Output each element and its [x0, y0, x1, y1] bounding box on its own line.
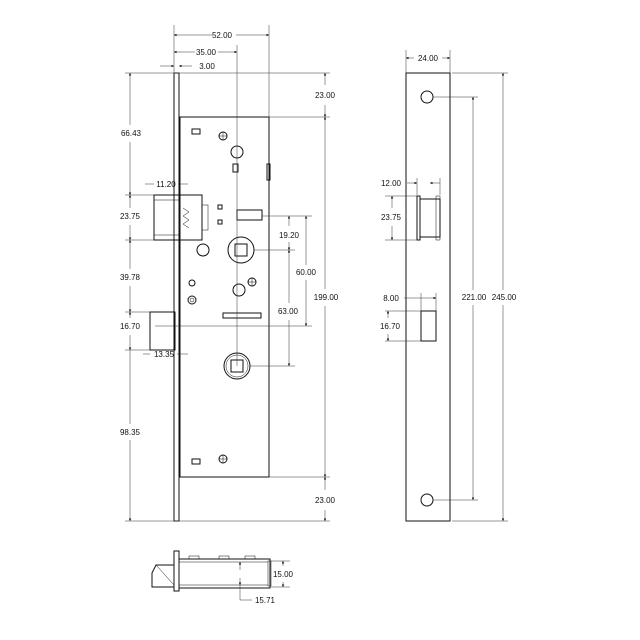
- side-view: 24.00 12.00 23.75 8.00 16.70 221.00 245.…: [380, 50, 517, 522]
- dim-latch-to-handle: 19.20: [279, 231, 300, 240]
- bottom-body: [178, 558, 271, 589]
- lock-body: [179, 116, 270, 478]
- dim-deadbolt-height: 16.70: [120, 322, 141, 331]
- dim-bottom-offset: 23.00: [315, 496, 336, 505]
- bottom-view: 15.00 15.71: [151, 550, 294, 605]
- side-latch: [419, 198, 441, 238]
- dim-body-height: 199.00: [314, 293, 339, 302]
- dim-top-to-latch: 66.43: [121, 129, 142, 138]
- dim-latch-height: 23.75: [120, 212, 141, 221]
- dim-side-latch-width: 12.00: [381, 179, 402, 188]
- dim-body-thickness: 15.00: [273, 570, 294, 579]
- side-deadbolt: [420, 310, 437, 342]
- dim-plate-height: 245.00: [492, 293, 517, 302]
- dim-handle-to-cylinder: 63.00: [278, 307, 299, 316]
- dim-hole-spacing: 221.00: [462, 293, 487, 302]
- side-faceplate: [405, 72, 451, 522]
- handle-spindle: [227, 236, 255, 264]
- dim-backset: 35.00: [196, 48, 217, 57]
- dim-bottom-offset-view: 15.71: [255, 596, 276, 605]
- dim-side-deadbolt-height: 16.70: [380, 322, 401, 331]
- dim-plate-width: 24.00: [418, 54, 439, 63]
- dim-side-deadbolt-width: 8.00: [383, 294, 399, 303]
- bottom-faceplate: [173, 550, 180, 592]
- dim-handle-to-deadbolt: 60.00: [296, 268, 317, 277]
- deadbolt: [149, 311, 176, 351]
- dim-latch-projection: 11.20: [156, 180, 176, 189]
- dim-width-total: 52.00: [212, 31, 233, 40]
- mount-hole: [420, 90, 434, 104]
- latch-bolt: [153, 194, 181, 241]
- dim-top-offset: 23.00: [315, 91, 336, 100]
- dim-latch-to-deadbolt-gap: 39.78: [120, 273, 141, 282]
- dim-deadbolt-projection: 13.35: [154, 350, 175, 359]
- front-view: 52.00 35.00 3.00 23.00 66.43 11.20 23.75…: [120, 25, 339, 522]
- faceplate: [173, 72, 180, 522]
- dim-faceplate-thickness: 3.00: [199, 62, 215, 71]
- mount-hole: [420, 493, 434, 507]
- dim-deadbolt-to-bottom: 98.35: [120, 428, 141, 437]
- dim-side-latch-height: 23.75: [381, 213, 402, 222]
